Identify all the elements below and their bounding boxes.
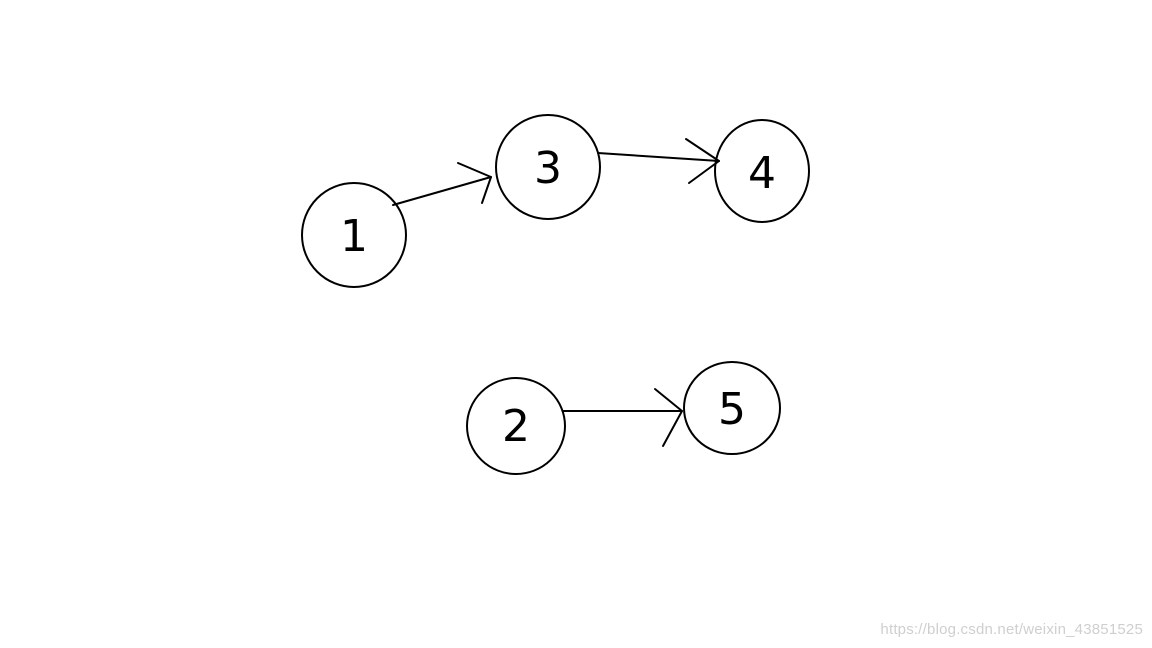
node-5: 5 — [683, 361, 781, 455]
node-2: 2 — [466, 377, 566, 475]
node-label: 2 — [502, 401, 530, 452]
node-label: 5 — [718, 384, 746, 435]
node-1: 1 — [301, 182, 407, 288]
node-3: 3 — [495, 114, 601, 220]
node-label: 3 — [534, 143, 562, 194]
node-label: 4 — [748, 148, 776, 199]
edge-2-to-5 — [562, 388, 683, 447]
edges-layer — [392, 138, 720, 447]
watermark-url: https://blog.csdn.net/weixin_43851525 — [880, 621, 1143, 638]
edge-3-to-4 — [597, 138, 720, 184]
nodes-layer: 1 3 4 2 5 — [301, 114, 810, 475]
node-4: 4 — [714, 119, 810, 223]
node-label: 1 — [340, 211, 368, 262]
edge-1-to-3 — [392, 162, 492, 206]
